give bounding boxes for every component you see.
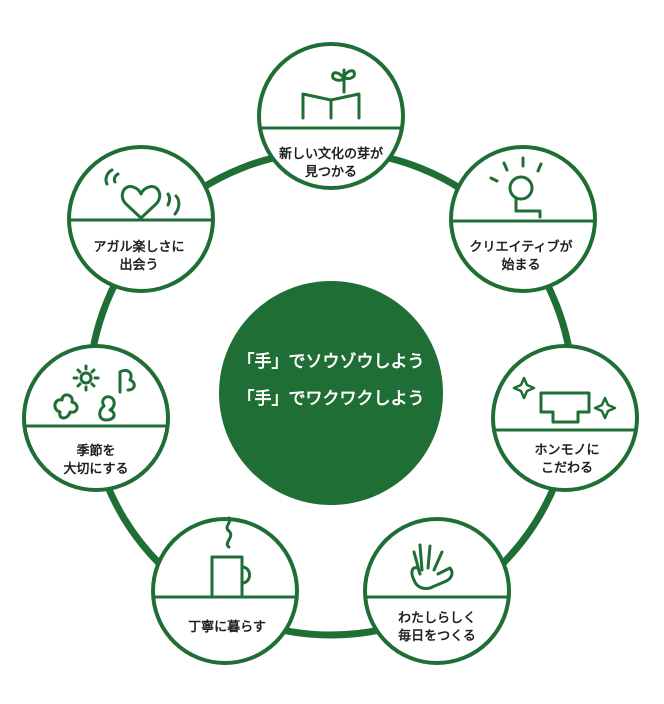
node-label-line1: 季節を bbox=[75, 443, 115, 459]
node-label-line1: ホンモノに bbox=[534, 443, 599, 458]
node-label-line2: 見つかる bbox=[304, 165, 357, 180]
seasons-icon bbox=[53, 364, 136, 422]
node-seasons: 季節を 大切にする bbox=[22, 344, 170, 492]
steaming-mug-icon bbox=[210, 516, 251, 599]
lightbulb-icon bbox=[489, 156, 543, 219]
heart-icon bbox=[104, 168, 181, 220]
node-label-line2: 出会う bbox=[119, 257, 158, 273]
node-label-line1: クリエイティブが bbox=[470, 239, 573, 255]
node-label-line1: わたしらしく bbox=[398, 611, 476, 626]
node-label-line1: アガル楽しさに bbox=[93, 239, 184, 255]
sprout-book-icon bbox=[301, 68, 361, 120]
node-label-line1: 丁寧に暮らす bbox=[188, 619, 266, 635]
node-careful-living: 丁寧に暮らす bbox=[151, 516, 299, 665]
node-creative: クリエイティブが 始まる bbox=[449, 145, 597, 293]
node-label-line2: 毎日をつくる bbox=[398, 628, 476, 644]
center-text-line2: 「手」でワクワクしよう bbox=[238, 388, 425, 409]
node-label-line2: こだわる bbox=[541, 461, 593, 476]
node-new-culture: 新しい文化の芽が 見つかる bbox=[257, 42, 405, 190]
node-fun: アガル楽しさに 出会う bbox=[67, 145, 215, 293]
center-circle bbox=[219, 281, 443, 505]
node-label-line2: 大切にする bbox=[63, 461, 128, 477]
hand-icon bbox=[410, 543, 454, 590]
node-authentic: ホンモノに こだわる bbox=[491, 344, 639, 492]
center-text-line1: 「手」でソウゾウしよう bbox=[238, 351, 425, 372]
node-my-style: わたしらしく 毎日をつくる bbox=[363, 517, 511, 665]
node-label-line1: 新しい文化の芽が bbox=[279, 146, 383, 162]
sparkle-bowl-icon bbox=[512, 376, 617, 424]
node-label-line2: 始まる bbox=[501, 257, 540, 273]
